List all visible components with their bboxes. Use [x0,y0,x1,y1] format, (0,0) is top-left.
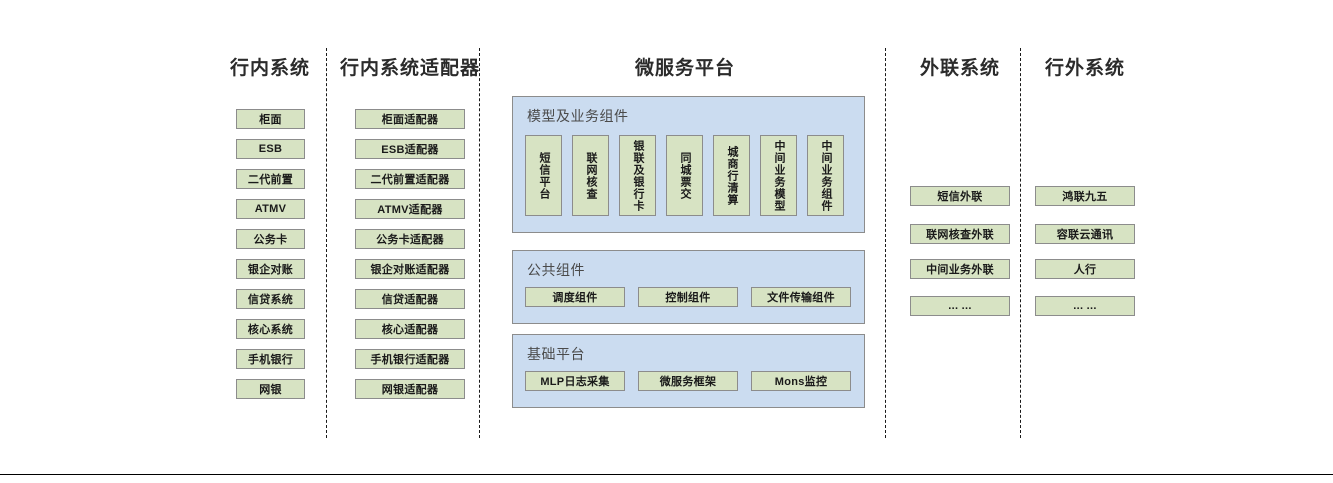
page-title-microservice-platform: 微服务平台 [634,58,735,79]
column-title-out-of-bank-systems: 行外系统 [1044,58,1125,79]
list-item[interactable]: 银企对账 [236,259,305,279]
list-item[interactable]: ATMV [236,199,305,219]
list-item[interactable]: 二代前置适配器 [355,169,465,189]
component-box[interactable]: 微服务框架 [638,371,738,391]
component-box[interactable]: MLP日志采集 [525,371,625,391]
list-item[interactable]: 核心适配器 [355,319,465,339]
list-item[interactable]: 短信外联 [910,186,1010,206]
component-box[interactable]: 联网核查 [572,135,609,216]
component-box[interactable]: 调度组件 [525,287,625,307]
list-item[interactable]: 银企对账适配器 [355,259,465,279]
list-item[interactable]: ... ... [1035,296,1135,316]
separator-1 [326,48,327,438]
separator-2 [479,48,480,438]
component-box[interactable]: Mons监控 [751,371,851,391]
list-item[interactable]: 容联云通讯 [1035,224,1135,244]
component-box[interactable]: 银联及银行卡 [619,135,656,216]
component-label: 联网核查 [585,151,597,200]
separator-4 [1020,48,1021,438]
list-item[interactable]: 中间业务外联 [910,259,1010,279]
list-item[interactable]: 信贷系统 [236,289,305,309]
component-box[interactable]: 城商行清算 [713,135,750,216]
list-item[interactable]: 柜面适配器 [355,109,465,129]
component-box[interactable]: 中间业务组件 [807,135,844,216]
list-item[interactable]: 信贷适配器 [355,289,465,309]
list-item[interactable]: 核心系统 [236,319,305,339]
component-label: 城商行清算 [726,145,738,206]
component-box[interactable]: 文件传输组件 [751,287,851,307]
list-item[interactable]: 柜面 [236,109,305,129]
column-title-intra-bank-adapters: 行内系统适配器 [339,58,480,79]
list-item[interactable]: ATMV适配器 [355,199,465,219]
list-item[interactable]: 网银适配器 [355,379,465,399]
component-box[interactable]: 短信平台 [525,135,562,216]
list-item[interactable]: 手机银行适配器 [355,349,465,369]
list-item[interactable]: ESB适配器 [355,139,465,159]
bottom-divider [0,474,1333,475]
panel-title-base-platform: 基础平台 [527,346,585,362]
list-item[interactable]: 人行 [1035,259,1135,279]
list-item[interactable]: 公务卡适配器 [355,229,465,249]
panel-title-model-business-components: 模型及业务组件 [527,108,629,124]
list-item[interactable]: 二代前置 [236,169,305,189]
list-item[interactable]: 网银 [236,379,305,399]
component-box[interactable]: 中间业务模型 [760,135,797,216]
component-label: 短信平台 [538,151,550,200]
list-item[interactable]: 公务卡 [236,229,305,249]
list-item[interactable]: ESB [236,139,305,159]
component-label: 中间业务组件 [820,139,832,212]
list-item[interactable]: 鸿联九五 [1035,186,1135,206]
separator-3 [885,48,886,438]
list-item[interactable]: 联网核查外联 [910,224,1010,244]
list-item[interactable]: 手机银行 [236,349,305,369]
component-box[interactable]: 同城票交 [666,135,703,216]
component-label: 中间业务模型 [773,139,785,212]
component-label: 同城票交 [679,151,691,200]
panel-title-public-components: 公共组件 [527,262,585,278]
component-label: 银联及银行卡 [632,139,644,212]
list-item[interactable]: ... ... [910,296,1010,316]
column-title-external-link-systems: 外联系统 [919,58,1000,79]
component-box[interactable]: 控制组件 [638,287,738,307]
column-title-intra-bank-systems: 行内系统 [229,58,310,79]
